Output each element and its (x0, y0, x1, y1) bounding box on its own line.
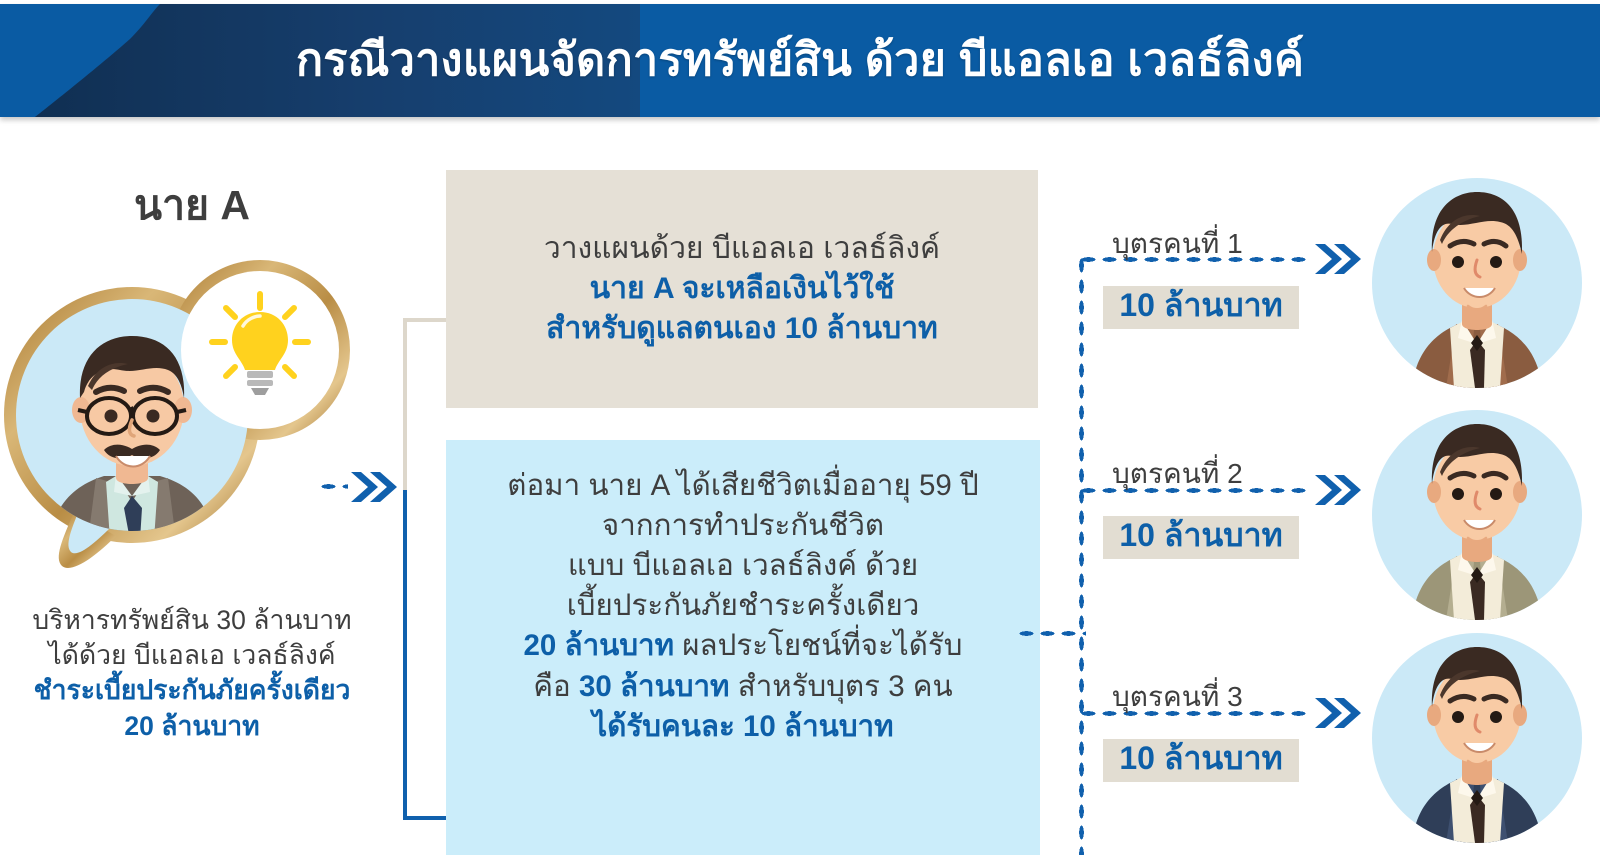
double-chevron-right-icon (1315, 244, 1361, 274)
connector-branch-child-3 (1078, 710, 1310, 717)
caption-line: ชำระเบี้ยประกันภัยครั้งเดียว (33, 675, 351, 706)
young-man-brown-jacket-avatar (1372, 178, 1582, 388)
connector-bracket-down-arm (403, 816, 449, 820)
outcome-line: สำหรับบุตร 3 คน (729, 669, 953, 703)
outcome-line: ผลประโยชน์ที่จะได้รับ (674, 629, 963, 663)
header-banner: กรณีวางแผนจัดการทรัพย์สิน ด้วย บีแอลเอ เ… (0, 4, 1600, 117)
outcome-line: คือ (533, 669, 579, 703)
caption-line: บริหารทรัพย์สิน 30 ล้านบาท (32, 605, 352, 635)
child-2-amount: 10 ล้านบาท (1103, 516, 1299, 559)
child-1-amount: 10 ล้านบาท (1103, 286, 1299, 329)
child-3-label: บุตรคนที่ 3 (1112, 681, 1243, 712)
outcome-line: เบี้ยประกันภัยชำระครั้งเดียว (566, 589, 920, 623)
outcome-amount-premium: 20 ล้านบาท (523, 629, 675, 663)
outcome-line: ต่อมา นาย A ได้เสียชีวิตเมื่ออายุ 59 ปี (507, 469, 979, 502)
caption-line: 20 ล้านบาท (124, 710, 260, 741)
outcome-line: ได้รับคนละ 10 ล้านบาท (592, 709, 894, 743)
banner-swoosh-decoration (35, 4, 640, 117)
connector-bracket-up-arm (403, 318, 449, 322)
child-1-label: บุตรคนที่ 1 (1112, 228, 1243, 259)
connector-feed-horizontal (1016, 630, 1086, 637)
caption-line: ได้ด้วย บีแอลเอ เวลธ์ลิงค์ (48, 640, 336, 671)
outcome-box-text: ต่อมา นาย A ได้เสียชีวิตเมื่ออายุ 59 ปี … (507, 466, 978, 747)
child-3-amount: 10 ล้านบาท (1103, 739, 1299, 782)
outcome-line: แบบ บีแอลเอ เวลธ์ลิงค์ ด้วย (567, 549, 919, 583)
plan-line: สำหรับดูแลตนเอง 10 ล้านบาท (546, 311, 938, 345)
double-chevron-right-icon (1315, 475, 1361, 505)
plan-box: วางแผนด้วย บีแอลเอ เวลธ์ลิงค์ นาย A จะเห… (446, 170, 1038, 408)
young-man-khaki-jacket-avatar (1372, 410, 1582, 620)
outcome-line: จากการทำประกันชีวิต (601, 509, 885, 543)
young-man-navy-jacket-avatar (1372, 633, 1582, 843)
plan-line: วางแผนด้วย บีแอลเอ เวลธ์ลิงค์ (543, 232, 941, 266)
double-chevron-right-icon (351, 472, 397, 502)
plan-line: นาย A จะเหลือเงินไว้ใช้ (589, 272, 895, 306)
child-2-label: บุตรคนที่ 2 (1112, 458, 1243, 489)
connector-bracket-up (403, 318, 407, 493)
person-name: นาย A (133, 182, 251, 228)
plan-box-text: วางแผนด้วย บีแอลเอ เวลธ์ลิงค์ นาย A จะเห… (544, 229, 940, 349)
double-chevron-right-icon (1315, 698, 1361, 728)
person-column: นาย A (0, 185, 392, 744)
person-avatar (0, 240, 392, 595)
lightbulb-icon (209, 291, 311, 395)
connector-trunk-vertical (1078, 255, 1085, 855)
man-illustration (50, 336, 214, 531)
person-caption: บริหารทรัพย์สิน 30 ล้านบาท ได้ด้วย บีแอล… (0, 603, 392, 744)
connector-branch-child-2 (1078, 487, 1310, 494)
connector-bracket-down (403, 490, 407, 820)
connector-dot-stub (318, 483, 348, 490)
man-with-glasses-avatar (4, 260, 350, 568)
outcome-box: ต่อมา นาย A ได้เสียชีวิตเมื่ออายุ 59 ปี … (446, 440, 1040, 855)
page-title: กรณีวางแผนจัดการทรัพย์สิน ด้วย บีแอลเอ เ… (295, 33, 1305, 85)
outcome-amount-benefit: 30 ล้านบาท (578, 669, 730, 703)
connector-branch-child-1 (1078, 256, 1310, 263)
